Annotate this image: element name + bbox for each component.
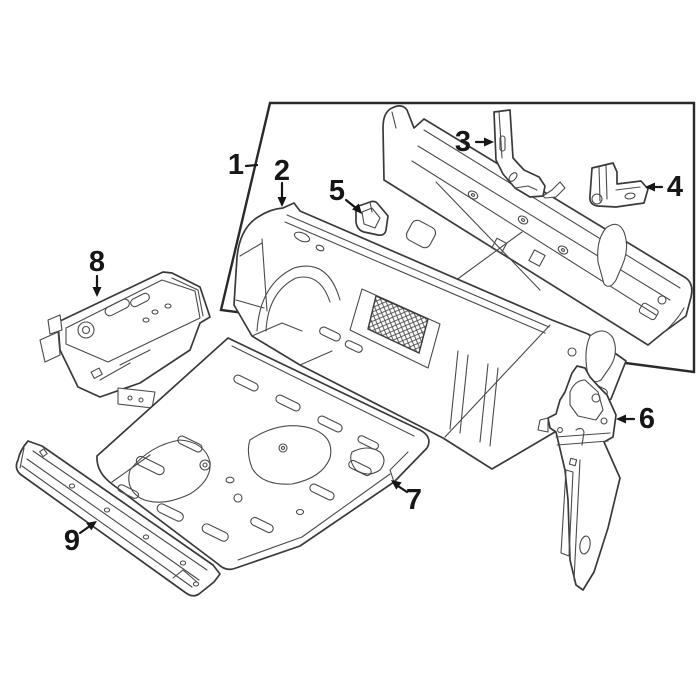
callout-4-arrowhead bbox=[645, 182, 655, 192]
callout-8-arrowhead bbox=[92, 287, 102, 297]
part-2-rear-body-panel-illustration bbox=[233, 202, 627, 470]
callout-5-label: 5 bbox=[329, 175, 345, 207]
callout-1[interactable]: 1 bbox=[228, 149, 259, 181]
callout-1-leader bbox=[244, 163, 259, 168]
callout-3[interactable]: 3 bbox=[455, 126, 494, 158]
callout-6[interactable]: 6 bbox=[616, 403, 655, 435]
callout-8-label: 8 bbox=[89, 246, 105, 278]
part-upper-back-panel-illustration bbox=[382, 105, 693, 346]
callout-4[interactable]: 4 bbox=[645, 171, 683, 203]
callout-9[interactable]: 9 bbox=[64, 517, 100, 557]
callout-2-label: 2 bbox=[274, 155, 290, 187]
callout-1-label: 1 bbox=[228, 149, 244, 181]
part-7-floor-panel-illustration bbox=[96, 337, 430, 571]
part-3-bracket-illustration bbox=[493, 109, 566, 199]
part-8-support-bracket-illustration bbox=[39, 271, 211, 409]
callout-7-leader bbox=[396, 484, 409, 494]
callout-5-leader bbox=[344, 198, 358, 210]
callout-2-arrowhead bbox=[277, 197, 287, 207]
callout-5-arrowhead bbox=[352, 203, 362, 214]
part-9-rail-illustration bbox=[15, 440, 221, 597]
callout-2[interactable]: 2 bbox=[274, 155, 290, 207]
callout-8[interactable]: 8 bbox=[89, 246, 105, 297]
callout-3-label: 3 bbox=[455, 126, 471, 158]
callout-6-label: 6 bbox=[639, 403, 655, 435]
callout-7-label: 7 bbox=[406, 484, 422, 516]
callout-9-arrowhead bbox=[86, 521, 97, 531]
part-6-side-panel-illustration bbox=[537, 365, 621, 591]
callout-5[interactable]: 5 bbox=[329, 175, 365, 217]
callout-6-arrowhead bbox=[616, 414, 626, 424]
part-4-bracket-illustration bbox=[589, 162, 649, 208]
mesh-vent-window bbox=[367, 295, 429, 354]
callout-4-label: 4 bbox=[667, 171, 683, 203]
callout-7-arrowhead bbox=[391, 480, 402, 490]
boundary-box bbox=[219, 101, 696, 374]
callout-3-arrowhead bbox=[484, 137, 494, 147]
callout-9-leader bbox=[78, 524, 92, 535]
part-5-clip-illustration bbox=[355, 200, 389, 236]
callout-7[interactable]: 7 bbox=[388, 476, 422, 516]
callout-9-label: 9 bbox=[64, 525, 80, 557]
